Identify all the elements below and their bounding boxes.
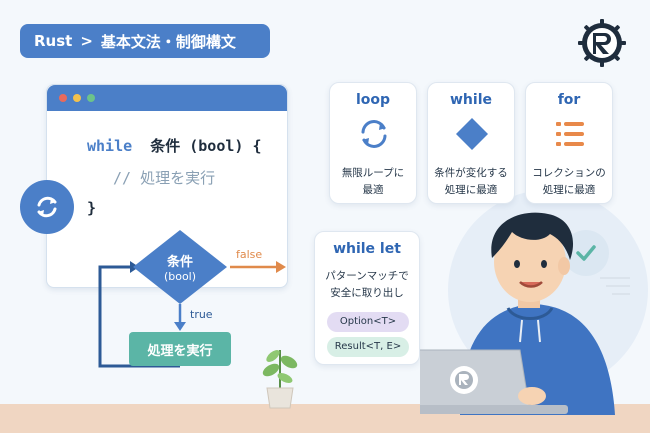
card-loop: loop 無限ループに 最適 (329, 82, 417, 204)
window-dot-red-icon (59, 94, 67, 102)
decision-sublabel: (bool) (163, 270, 197, 283)
card-for-desc-line2: 処理に最適 (542, 184, 596, 196)
card-while-desc-line1: 条件が変化する (434, 167, 508, 179)
breadcrumb-topic: 基本文法・制御構文 (100, 32, 236, 51)
card-while-let-desc-line2: 安全に取り出し (330, 287, 404, 299)
breadcrumb: Rust > 基本文法・制御構文 (20, 24, 270, 58)
card-while: while 条件が変化する 処理に最適 (427, 82, 515, 204)
diamond-icon (456, 118, 488, 150)
card-while-title: while (450, 92, 492, 108)
card-for-desc: コレクションの 処理に最適 (528, 165, 610, 199)
breadcrumb-separator: > (80, 32, 93, 50)
code-window-titlebar (47, 85, 287, 111)
cycle-arrows-icon (37, 196, 57, 218)
card-while-let-title: while let (333, 241, 401, 257)
checkmark-icon (576, 245, 596, 261)
code-close-brace: } (87, 199, 97, 217)
card-loop-title: loop (355, 92, 391, 108)
code-keyword: while (87, 137, 133, 155)
decision-label: 条件 (166, 255, 193, 270)
card-while-desc: 条件が変化する 処理に最適 (430, 165, 512, 199)
code-condition: 条件 (bool) { (150, 137, 262, 155)
breadcrumb-lang: Rust (34, 32, 73, 50)
card-for: for コレクションの 処理に最適 (525, 82, 613, 204)
while-flowchart (98, 230, 286, 368)
decision-diamond (133, 230, 227, 304)
window-dot-green-icon (87, 94, 95, 102)
process-label: 処理を実行 (147, 344, 213, 359)
true-arrowhead (174, 322, 186, 331)
pill-option: Option<T> (327, 312, 409, 332)
window-dot-yellow-icon (73, 94, 81, 102)
cycle-arrows-icon (361, 120, 387, 148)
false-arrowhead (276, 261, 286, 273)
card-while-let-desc: パターンマッチで 安全に取り出し (315, 268, 419, 302)
card-for-title: for (557, 92, 581, 108)
list-icon (556, 122, 584, 146)
true-label: true (190, 308, 213, 321)
process-box (129, 332, 231, 366)
loop-badge (20, 180, 74, 234)
decorative-lines (600, 277, 630, 295)
card-while-let: while let パターンマッチで 安全に取り出し Option<T> Res… (314, 231, 420, 365)
pill-result: Result<T, E> (327, 337, 409, 357)
card-loop-desc-line1: 無限ループに (341, 167, 405, 179)
potted-plant-illustration (262, 350, 298, 409)
code-comment: // 処理を実行 (113, 169, 216, 187)
card-loop-desc: 無限ループに 最適 (332, 165, 414, 199)
rust-logo-icon (578, 19, 626, 67)
card-for-desc-line1: コレクションの (532, 167, 606, 179)
code-line-while: while 条件 (bool) { (87, 135, 262, 156)
false-label: false (236, 248, 263, 261)
card-loop-desc-line2: 最適 (362, 184, 384, 196)
card-while-let-desc-line1: パターンマッチで (325, 270, 409, 282)
developer-with-laptop-illustration (420, 212, 615, 415)
card-while-desc-line2: 処理に最適 (444, 184, 498, 196)
